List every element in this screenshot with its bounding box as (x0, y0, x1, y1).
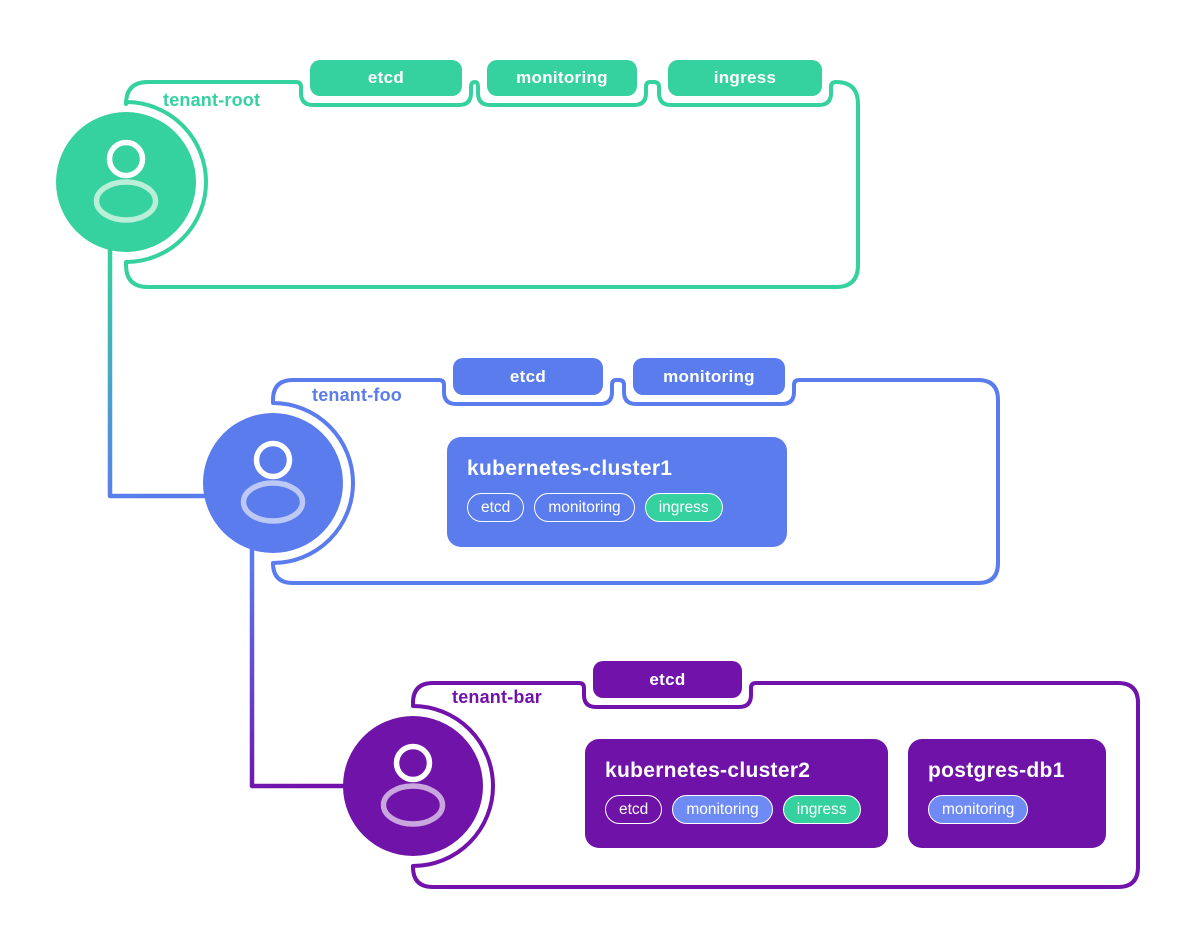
resource-title: kubernetes-cluster1 (467, 457, 673, 480)
tag-pill-monitoring: monitoring (633, 358, 785, 395)
chip-monitoring: monitoring (928, 795, 1029, 824)
tag-pill-etcd: etcd (453, 358, 603, 395)
tenant-foo-border (271, 378, 1000, 585)
tenant-foo-avatar (203, 413, 343, 553)
tag-pill-etcd: etcd (593, 661, 742, 698)
tag-pill-etcd: etcd (310, 60, 462, 96)
chip-etcd: etcd (467, 493, 525, 522)
tenant-root-border (124, 80, 860, 289)
resource-box-postgres-db1: postgres-db1 monitoring (908, 739, 1106, 848)
tag-pill-monitoring: monitoring (487, 60, 637, 96)
tenant-foo-label: tenant-foo (312, 385, 402, 405)
tag-pill-ingress: ingress (668, 60, 822, 96)
resource-title: postgres-db1 (928, 759, 1065, 782)
connector-foo-to-bar (249, 548, 360, 789)
tenant-bar-avatar (343, 716, 483, 856)
resource-title: kubernetes-cluster2 (605, 759, 811, 782)
user-icon (240, 440, 306, 524)
user-icon (380, 743, 446, 827)
resource-chip-row: etcd monitoring ingress (605, 795, 888, 824)
chip-etcd: etcd (605, 795, 663, 824)
user-icon (93, 139, 159, 223)
tenant-root-label: tenant-root (163, 90, 261, 110)
tenant-root-avatar (56, 112, 196, 252)
resource-box-kubernetes-cluster2: kubernetes-cluster2 etcd monitoring ingr… (585, 739, 888, 848)
tenant-bar-border (411, 681, 1140, 889)
connector-root-to-foo (107, 246, 215, 499)
resource-chip-row: monitoring (928, 795, 1106, 824)
resource-box-kubernetes-cluster1: kubernetes-cluster1 etcd monitoring ingr… (447, 437, 787, 547)
chip-ingress: ingress (644, 493, 723, 522)
chip-monitoring: monitoring (672, 795, 773, 824)
chip-monitoring: monitoring (534, 493, 635, 522)
tenant-bar-label: tenant-bar (452, 687, 543, 707)
chip-ingress: ingress (782, 795, 861, 824)
resource-chip-row: etcd monitoring ingress (467, 493, 787, 522)
